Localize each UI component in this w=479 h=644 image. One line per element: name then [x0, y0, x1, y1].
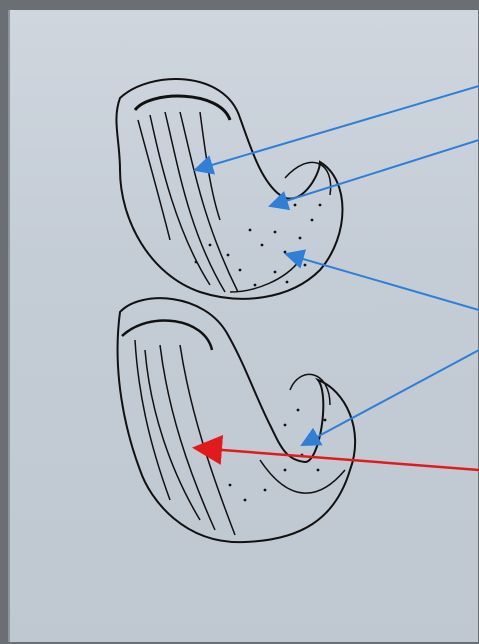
paper-sheet — [8, 10, 478, 642]
